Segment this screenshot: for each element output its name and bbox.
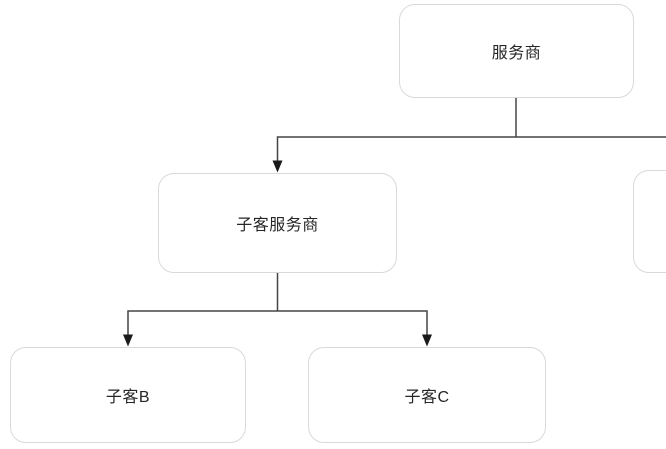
arrowhead-mid: [272, 160, 283, 173]
node-sub-customer-service-provider-label: 子客服务商: [236, 217, 319, 234]
arrowhead-leaf-c: [422, 334, 432, 347]
edge-mid-rail: [127, 310, 428, 338]
node-sub-customer-b: 子客B: [10, 347, 246, 443]
arrowhead-leaf-b: [123, 334, 133, 347]
node-service-provider-label: 服务商: [491, 45, 542, 62]
node-sub-customer-c: 子客C: [308, 347, 546, 443]
node-service-provider: 服务商: [399, 4, 634, 98]
edge-root-rail: [276, 136, 666, 164]
node-partial-right: [633, 170, 666, 273]
node-sub-customer-c-label: 子客C: [404, 389, 450, 406]
node-sub-customer-b-label: 子客B: [105, 389, 151, 406]
node-sub-customer-service-provider: 子客服务商: [158, 173, 397, 273]
